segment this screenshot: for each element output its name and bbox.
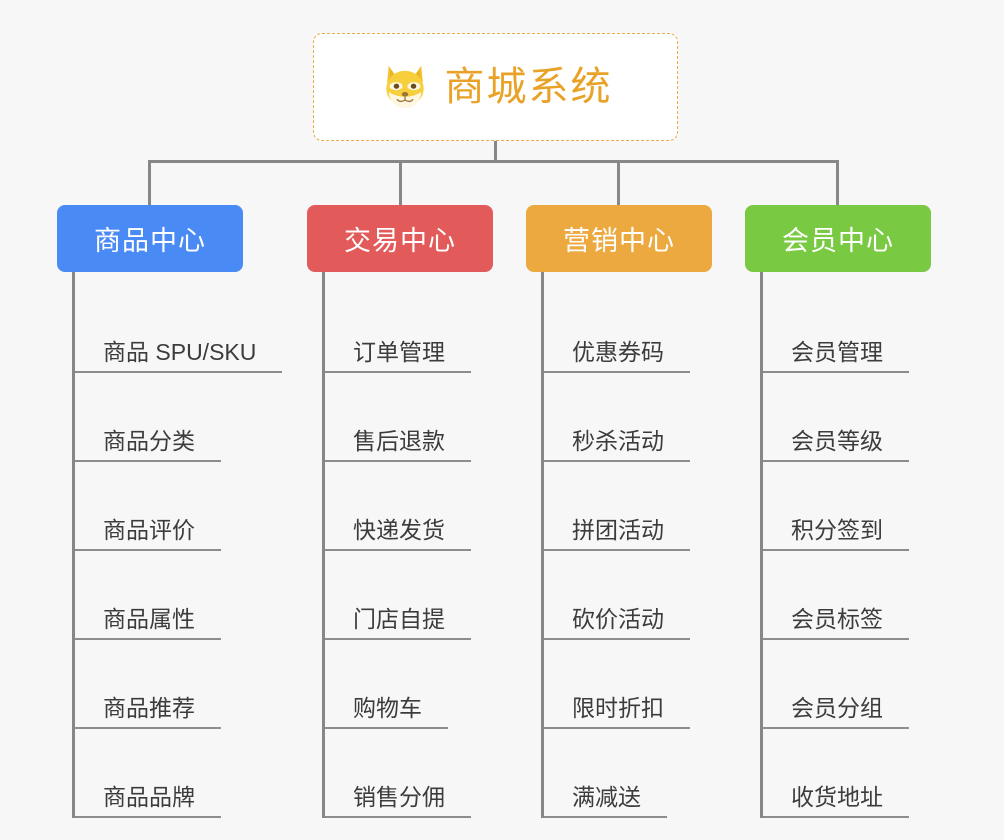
list-item-label: 会员分组	[763, 695, 909, 729]
category-header-marketing[interactable]: 营销中心	[526, 205, 712, 272]
list-item[interactable]: 商品 SPU/SKU	[57, 284, 307, 373]
leaf-list-trade: 订单管理 售后退款 快递发货 门店自提 购物车 销售分佣	[307, 272, 526, 818]
category-header-member[interactable]: 会员中心	[745, 205, 931, 272]
list-item-label: 门店自提	[325, 606, 471, 640]
list-item[interactable]: 会员管理	[745, 284, 964, 373]
category-header-trade[interactable]: 交易中心	[307, 205, 493, 272]
category-header-label: 交易中心	[344, 226, 456, 256]
list-item-label: 售后退款	[325, 428, 471, 462]
list-item-label: 会员等级	[763, 428, 909, 462]
list-item-label: 快递发货	[325, 517, 471, 551]
list-item[interactable]: 积分签到	[745, 462, 964, 551]
column-spine	[322, 272, 325, 818]
list-item-label: 会员标签	[763, 606, 909, 640]
list-item[interactable]: 满减送	[526, 729, 745, 818]
list-item[interactable]: 商品推荐	[57, 640, 307, 729]
connector-drop-2	[399, 160, 402, 205]
list-item-label: 砍价活动	[544, 606, 690, 640]
list-item[interactable]: 快递发货	[307, 462, 526, 551]
list-item-label: 商品品牌	[75, 784, 221, 818]
category-column-member: 会员中心 会员管理 会员等级 积分签到 会员标签 会员分组 收货地址	[745, 205, 964, 818]
list-item-label: 会员管理	[763, 339, 909, 373]
list-item-label: 限时折扣	[544, 695, 690, 729]
list-item-label: 秒杀活动	[544, 428, 690, 462]
list-item[interactable]: 会员等级	[745, 373, 964, 462]
list-item[interactable]: 会员分组	[745, 640, 964, 729]
list-item[interactable]: 订单管理	[307, 284, 526, 373]
category-header-label: 营销中心	[563, 226, 675, 256]
category-header-product[interactable]: 商品中心	[57, 205, 243, 272]
connector-horizontal-bus	[148, 160, 839, 163]
list-item-label: 订单管理	[325, 339, 471, 373]
list-item-label: 购物车	[325, 695, 448, 729]
list-item-label: 收货地址	[763, 784, 909, 818]
list-item[interactable]: 商品属性	[57, 551, 307, 640]
list-item[interactable]: 优惠券码	[526, 284, 745, 373]
column-spine	[760, 272, 763, 818]
connector-root-stem	[494, 141, 497, 162]
list-item[interactable]: 秒杀活动	[526, 373, 745, 462]
connector-drop-1	[148, 160, 151, 205]
list-item[interactable]: 门店自提	[307, 551, 526, 640]
connector-drop-3	[617, 160, 620, 205]
list-item[interactable]: 销售分佣	[307, 729, 526, 818]
column-spine	[72, 272, 75, 818]
leaf-list-product: 商品 SPU/SKU 商品分类 商品评价 商品属性 商品推荐 商品品牌	[57, 272, 307, 818]
list-item-label: 商品评价	[75, 517, 221, 551]
category-column-product: 商品中心 商品 SPU/SKU 商品分类 商品评价 商品属性 商品推荐 商品品牌	[57, 205, 307, 818]
list-item[interactable]: 拼团活动	[526, 462, 745, 551]
category-header-label: 会员中心	[782, 226, 894, 256]
list-item-label: 拼团活动	[544, 517, 690, 551]
column-spine	[541, 272, 544, 818]
category-header-label: 商品中心	[94, 226, 206, 256]
list-item-label: 商品属性	[75, 606, 221, 640]
list-item[interactable]: 商品分类	[57, 373, 307, 462]
list-item-label: 优惠券码	[544, 339, 690, 373]
list-item-label: 积分签到	[763, 517, 909, 551]
leaf-list-marketing: 优惠券码 秒杀活动 拼团活动 砍价活动 限时折扣 满减送	[526, 272, 745, 818]
shiba-dog-face-icon	[385, 65, 424, 109]
list-item-label: 销售分佣	[325, 784, 471, 818]
list-item[interactable]: 限时折扣	[526, 640, 745, 729]
list-item-label: 商品 SPU/SKU	[75, 339, 283, 373]
list-item-label: 商品分类	[75, 428, 221, 462]
list-item[interactable]: 会员标签	[745, 551, 964, 640]
root-node[interactable]: 商城系统	[313, 33, 678, 141]
category-column-trade: 交易中心 订单管理 售后退款 快递发货 门店自提 购物车 销售分佣	[307, 205, 526, 818]
list-item-label: 商品推荐	[75, 695, 221, 729]
list-item[interactable]: 购物车	[307, 640, 526, 729]
list-item[interactable]: 砍价活动	[526, 551, 745, 640]
leaf-list-member: 会员管理 会员等级 积分签到 会员标签 会员分组 收货地址	[745, 272, 964, 818]
list-item[interactable]: 收货地址	[745, 729, 964, 818]
category-column-marketing: 营销中心 优惠券码 秒杀活动 拼团活动 砍价活动 限时折扣 满减送	[526, 205, 745, 818]
list-item-label: 满减送	[544, 784, 667, 818]
list-item[interactable]: 商品品牌	[57, 729, 307, 818]
list-item[interactable]: 商品评价	[57, 462, 307, 551]
root-title: 商城系统	[444, 65, 613, 109]
list-item[interactable]: 售后退款	[307, 373, 526, 462]
connector-drop-4	[836, 160, 839, 205]
